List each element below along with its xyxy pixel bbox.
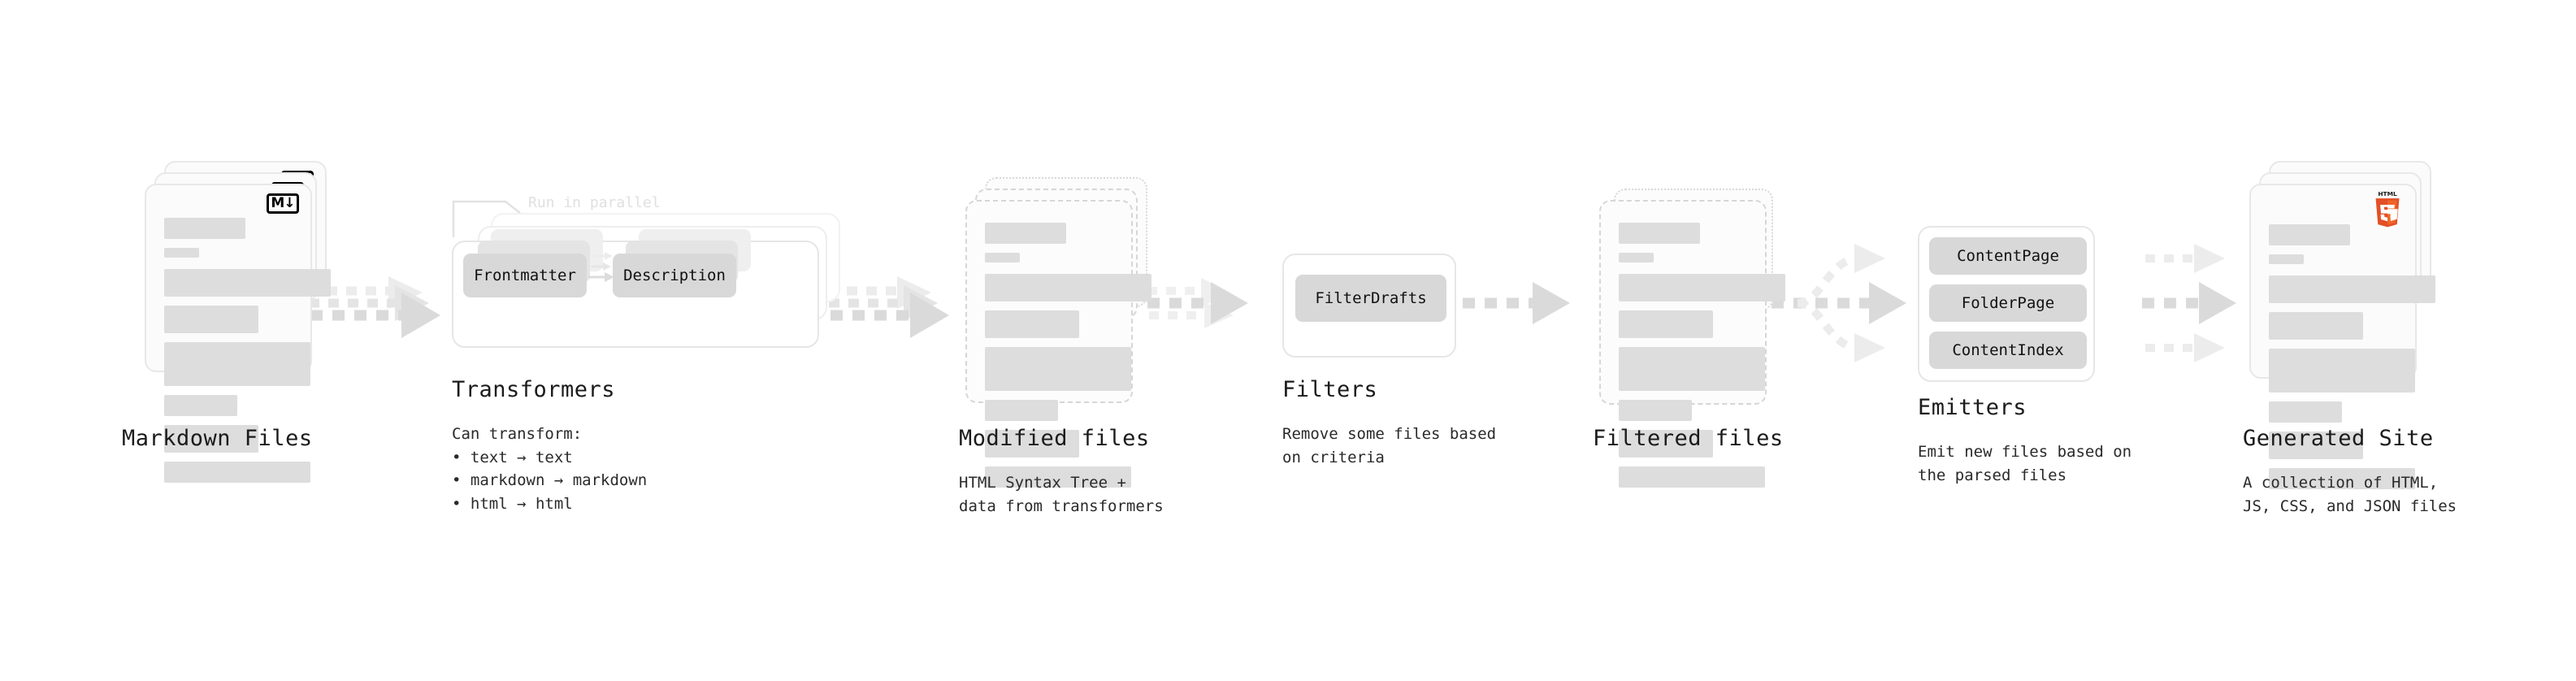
doc-content-line bbox=[2269, 349, 2415, 393]
doc-content-line bbox=[2269, 432, 2363, 459]
emitter-chip-folderpage[interactable]: FolderPage bbox=[1929, 284, 2087, 322]
doc-content-line bbox=[2269, 468, 2415, 489]
doc-content-line bbox=[1619, 430, 1713, 458]
doc-content-line bbox=[1619, 466, 1765, 488]
doc-content-line bbox=[985, 274, 1151, 301]
doc-content-line bbox=[1619, 223, 1700, 244]
doc-content-line bbox=[164, 269, 331, 297]
markdown-card-front[interactable]: M↓ bbox=[145, 184, 331, 483]
doc-content-line bbox=[2269, 224, 2350, 245]
transformers-group-front[interactable]: x x x x Frontmatter Description bbox=[452, 229, 819, 348]
doc-content-line bbox=[2269, 254, 2304, 264]
stage-modified-files: Modified files HTML Syntax Tree + data f… bbox=[959, 0, 1203, 681]
svg-text:HTML: HTML bbox=[2378, 192, 2397, 197]
doc-content-line bbox=[1619, 310, 1713, 338]
emitter-chip-contentindex[interactable]: ContentIndex bbox=[1929, 332, 2087, 369]
markdown-icon: M↓ bbox=[267, 193, 299, 214]
doc-content-line bbox=[164, 395, 237, 416]
doc-content-lines bbox=[985, 223, 1151, 497]
stage-title: Markdown Files bbox=[122, 426, 313, 451]
doc-content-line bbox=[164, 248, 199, 258]
doc-content-line bbox=[164, 425, 258, 453]
doc-content-line bbox=[985, 400, 1058, 421]
stage-title: Generated Site bbox=[2243, 426, 2434, 451]
stage-description: Remove some files based on criteria bbox=[1282, 425, 1497, 466]
doc-content-lines bbox=[164, 218, 331, 492]
transformer-chip-frontmatter[interactable]: Frontmatter bbox=[463, 254, 587, 297]
doc-content-line bbox=[1619, 400, 1692, 421]
doc-content-line bbox=[985, 466, 1131, 488]
doc-content-line bbox=[1619, 253, 1654, 262]
doc-content-line bbox=[1619, 347, 1765, 391]
stage-description: A collection of HTML, JS, CSS, and JSON … bbox=[2243, 474, 2457, 515]
doc-content-line bbox=[2269, 401, 2342, 423]
html5-icon: HTML bbox=[2371, 190, 2404, 229]
stage-generated-site: CSS HTML bbox=[2243, 0, 2519, 681]
stage-emitters: ContentPage FolderPage ContentIndex Emit… bbox=[1918, 0, 2194, 681]
stage-description: Emit new files based on the parsed files bbox=[1918, 443, 2132, 484]
run-in-parallel-label: Run in parallel bbox=[528, 194, 661, 211]
emitters-group[interactable]: ContentPage FolderPage ContentIndex bbox=[1918, 226, 2095, 382]
doc-content-line bbox=[164, 342, 310, 386]
stage-description: HTML Syntax Tree + data from transformer… bbox=[959, 474, 1164, 515]
transformer-inner-arrows bbox=[588, 252, 614, 282]
doc-content-line bbox=[164, 218, 245, 239]
doc-content-line bbox=[985, 347, 1131, 391]
stage-filters: FilterDrafts Filters Remove some files b… bbox=[1282, 0, 1559, 681]
stage-transformers: Run in parallel x x x x Frontmatter Desc… bbox=[452, 0, 858, 681]
doc-content-line bbox=[164, 306, 258, 333]
doc-content-line bbox=[985, 253, 1020, 262]
stage-title: Transformers bbox=[452, 377, 616, 402]
doc-content-line bbox=[2269, 275, 2435, 303]
site-card-front[interactable]: HTML bbox=[2249, 184, 2435, 489]
stage-markdown-files: M↓ M↓ M↓ Markdown Files bbox=[122, 0, 341, 681]
modified-card-front[interactable] bbox=[965, 200, 1151, 488]
filters-group[interactable]: FilterDrafts bbox=[1282, 254, 1456, 358]
filter-chip-filterdrafts[interactable]: FilterDrafts bbox=[1295, 275, 1446, 322]
doc-content-lines bbox=[1619, 223, 1785, 497]
stage-title: Filters bbox=[1282, 377, 1378, 402]
filtered-card-front[interactable] bbox=[1599, 200, 1785, 488]
doc-content-line bbox=[985, 310, 1079, 338]
doc-content-line bbox=[164, 462, 310, 483]
doc-content-line bbox=[1619, 274, 1785, 301]
stage-description: Can transform: • text → text • markdown … bbox=[452, 425, 648, 513]
doc-content-line bbox=[985, 223, 1066, 244]
stage-filtered-files: Filtered files bbox=[1593, 0, 1837, 681]
doc-content-line bbox=[985, 430, 1079, 458]
emitter-chip-contentpage[interactable]: ContentPage bbox=[1929, 237, 2087, 275]
stage-title: Filtered files bbox=[1593, 426, 1784, 451]
stage-title: Modified files bbox=[959, 426, 1150, 451]
doc-content-lines bbox=[2269, 224, 2435, 498]
transformer-chip-description[interactable]: Description bbox=[613, 254, 736, 297]
stage-title: Emitters bbox=[1918, 395, 2027, 420]
doc-content-line bbox=[2269, 312, 2363, 340]
